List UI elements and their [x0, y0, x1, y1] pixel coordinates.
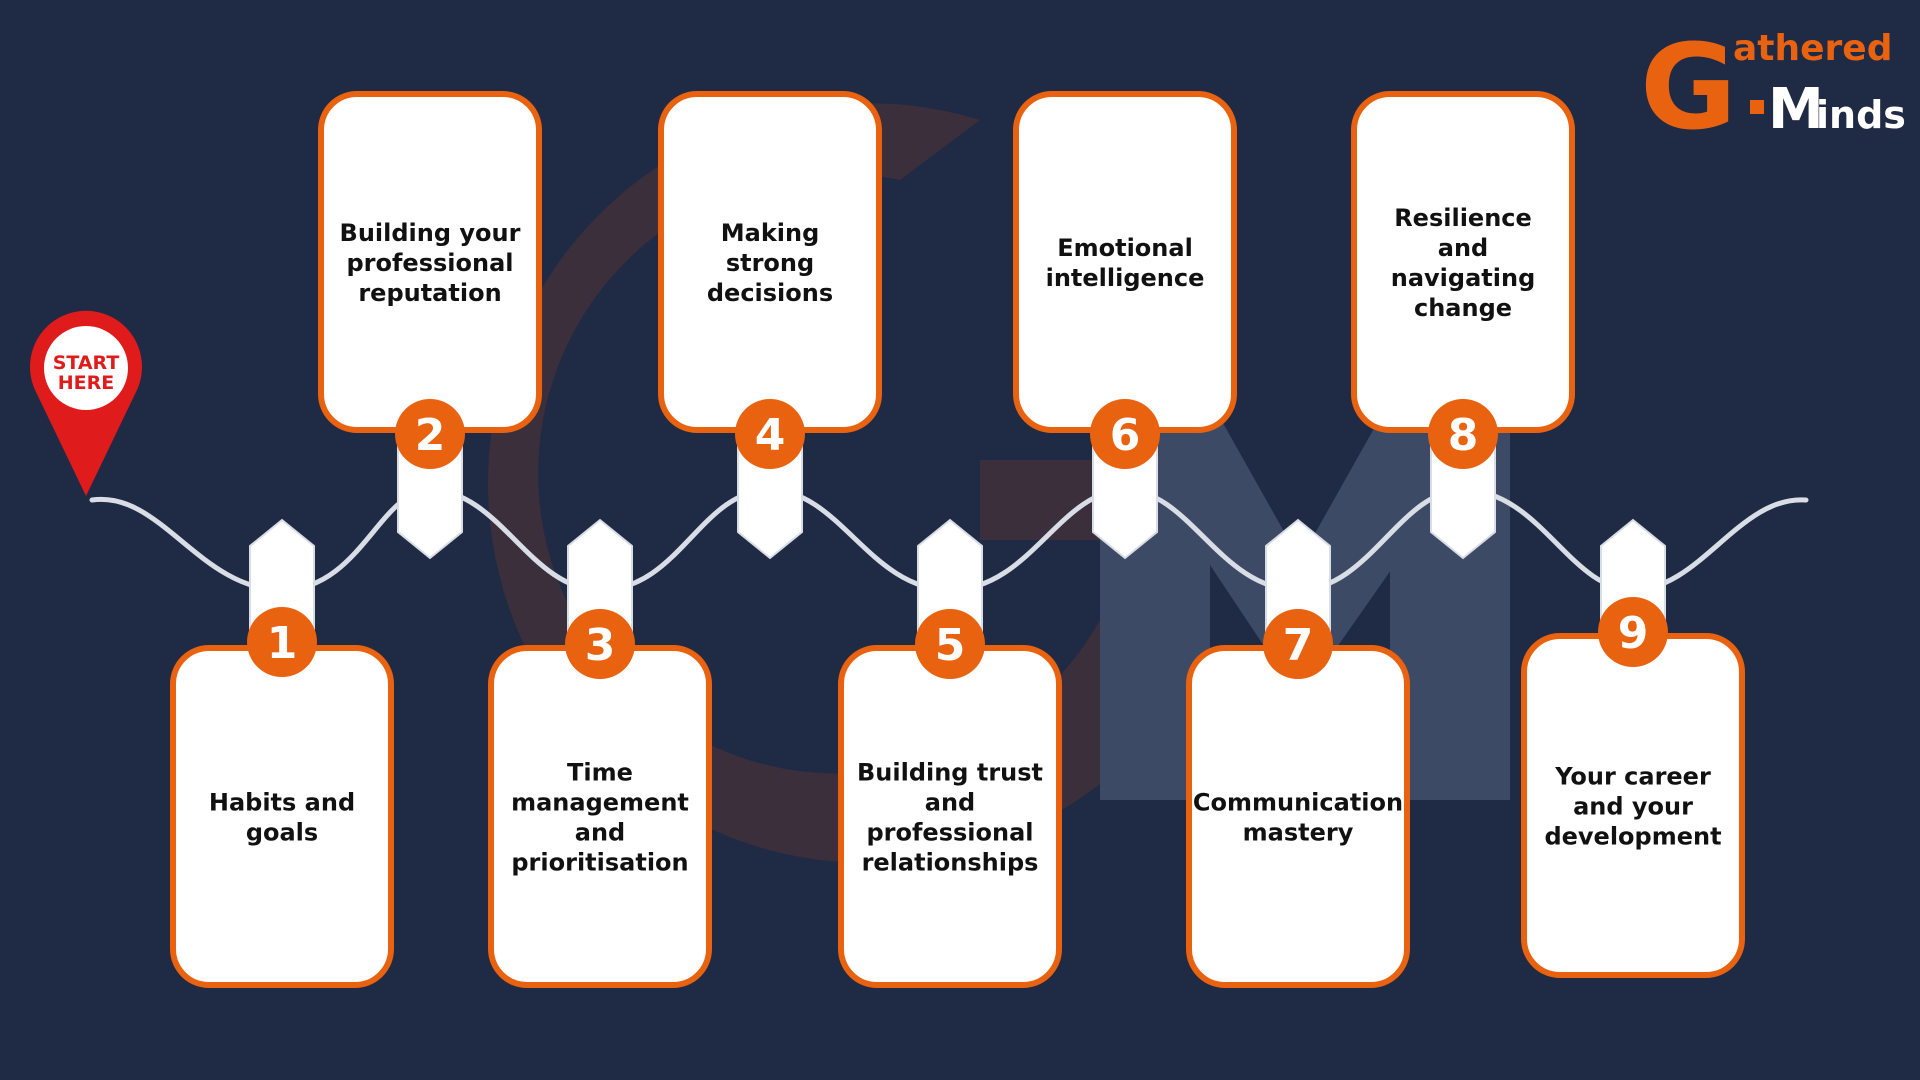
step-9-label-line: development [1544, 823, 1721, 851]
logo-letter-m: M [1768, 77, 1824, 142]
step-4-label-line: decisions [707, 279, 833, 307]
step-badge-5: 5 [915, 609, 985, 679]
step-number-2: 2 [415, 410, 446, 461]
step-badge-circle-5 [915, 609, 985, 679]
step-9-label-line: and your [1573, 793, 1693, 821]
step-card-box-6 [1013, 91, 1237, 433]
step-5-label-line: professional [866, 819, 1033, 847]
pin-label-start: START [53, 352, 120, 374]
pin-inner-circle [44, 326, 128, 410]
watermark-m-middle [1100, 400, 1510, 700]
step-badge-2: 2 [395, 399, 465, 469]
step-card-box-1 [170, 645, 394, 988]
step-badge-4: 4 [735, 399, 805, 469]
logo-big-g: G [1640, 18, 1737, 156]
step-number-7: 7 [1283, 620, 1314, 671]
logo-pixel-dot [1750, 100, 1764, 114]
step-badge-3: 3 [565, 609, 635, 679]
step-card-5: Building trustandprofessionalrelationshi… [838, 645, 1062, 988]
step-2-label-line: reputation [358, 279, 501, 307]
step-3-label-line: and [575, 819, 625, 847]
step-8-label-line: Resilience [1394, 204, 1532, 232]
step-8-label-line: change [1414, 294, 1512, 322]
step-9-label-line: Your career [1554, 763, 1711, 791]
step-badge-circle-6 [1090, 399, 1160, 469]
logo-word-athered: athered [1733, 28, 1893, 69]
step-1-label-line: Habits and [209, 789, 355, 817]
step-card-box-8 [1351, 91, 1575, 433]
step-badge-circle-7 [1263, 609, 1333, 679]
step-card-box-7 [1186, 645, 1410, 988]
step-number-8: 8 [1448, 410, 1479, 461]
step-number-5: 5 [935, 620, 966, 671]
step-6-label-line: Emotional [1057, 234, 1193, 262]
step-3-label-line: Time [567, 759, 633, 787]
step-badge-7: 7 [1263, 609, 1333, 679]
step-card-box-5 [838, 645, 1062, 988]
step-badge-circle-8 [1428, 399, 1498, 469]
step-badge-9: 9 [1598, 597, 1668, 667]
step-4-label-line: strong [726, 249, 814, 277]
step-number-9: 9 [1618, 608, 1649, 659]
start-here-pin: START HERE [30, 310, 143, 496]
step-badge-circle-3 [565, 609, 635, 679]
step-1-label-line: goals [246, 819, 318, 847]
step-badge-circle-1 [247, 607, 317, 677]
step-badge-circle-4 [735, 399, 805, 469]
step-6-label-line: intelligence [1046, 264, 1205, 292]
step-2-label-line: professional [346, 249, 513, 277]
pin-label-here: HERE [58, 372, 115, 394]
logo-word-inds: inds [1816, 93, 1906, 137]
step-5-label-line: relationships [862, 849, 1039, 877]
step-number-6: 6 [1110, 410, 1141, 461]
gathered-minds-logo: G athered M inds [1640, 18, 1906, 156]
step-card-box-3 [488, 645, 712, 988]
step-badge-circle-9 [1598, 597, 1668, 667]
step-badge-1: 1 [247, 607, 317, 677]
step-badge-6: 6 [1090, 399, 1160, 469]
step-3-label-line: prioritisation [511, 849, 688, 877]
step-8-label-line: navigating [1391, 264, 1536, 292]
step-7-label-line: mastery [1243, 819, 1354, 847]
step-4-label-line: Making [721, 219, 820, 247]
badges-layer: 1 2 3 4 5 6 7 8 9 [247, 399, 1668, 679]
step-5-label-line: and [925, 789, 975, 817]
step-2-label-line: Building your [340, 219, 521, 247]
step-3-label-line: management [511, 789, 689, 817]
step-7-label-line: Communication [1193, 789, 1403, 817]
step-8-label-line: and [1438, 234, 1488, 262]
step-badge-circle-2 [395, 399, 465, 469]
step-number-4: 4 [755, 410, 786, 461]
step-number-1: 1 [267, 618, 298, 669]
watermark-g-shape [487, 103, 1180, 864]
step-5-label-line: Building trust [857, 759, 1043, 787]
step-badge-8: 8 [1428, 399, 1498, 469]
step-number-3: 3 [585, 620, 616, 671]
